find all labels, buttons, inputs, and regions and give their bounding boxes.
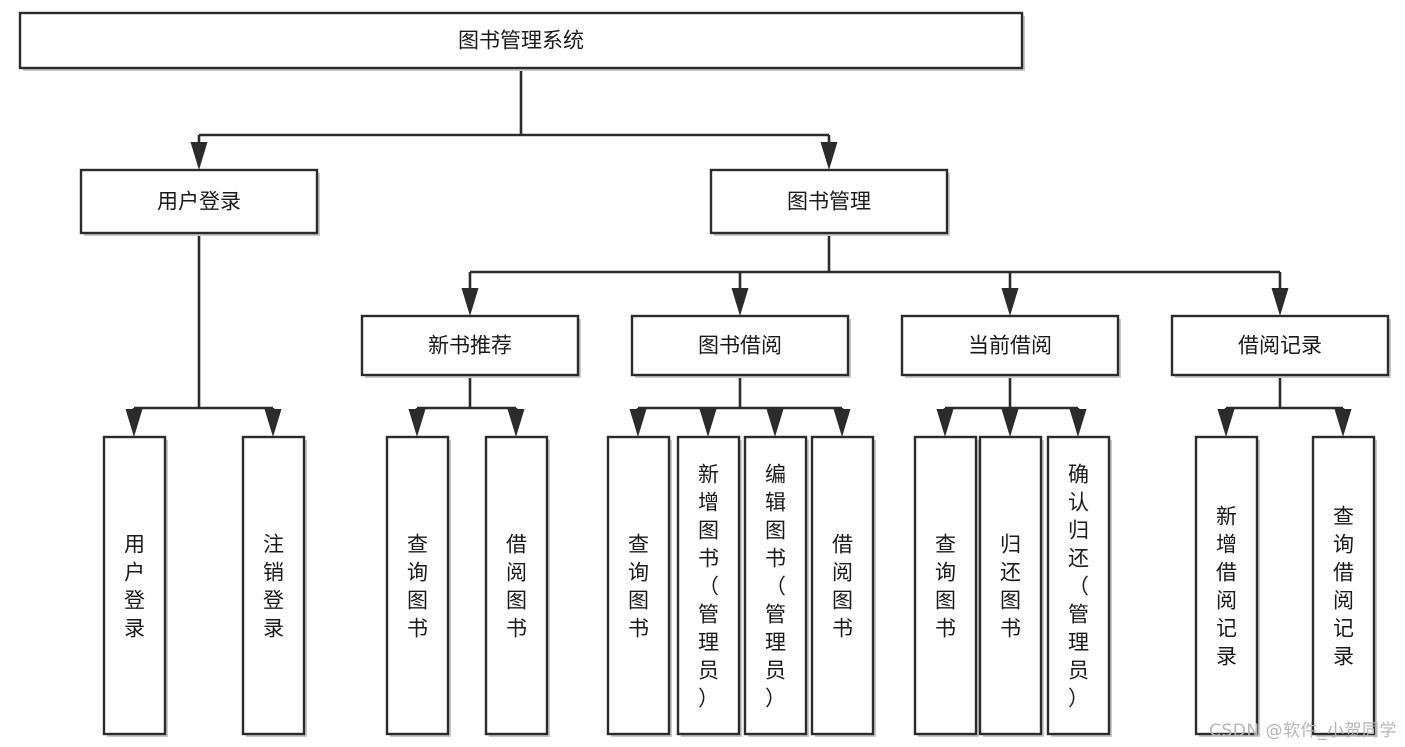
connector-bus-borrow-record <box>1217 375 1352 437</box>
node-label: 新增图书（管理员） <box>698 462 719 710</box>
connector-bus-new-book-rec <box>408 375 525 437</box>
node-label: 新书推荐 <box>428 334 512 358</box>
node-label: 新增借阅记录 <box>1216 504 1237 668</box>
node-leaf-edit-book[interactable]: 编辑图书（管理员） <box>743 435 809 737</box>
node-label: 查询借阅记录 <box>1333 504 1354 668</box>
node-box[interactable] <box>900 314 1120 377</box>
node-leaf-user-login[interactable]: 用户登录 <box>102 435 168 737</box>
node-leaf-query-book-3[interactable]: 查询图书 <box>913 435 979 737</box>
node-label: 用户登录 <box>124 532 145 640</box>
node-box[interactable] <box>1311 435 1376 736</box>
node-box[interactable] <box>606 435 671 736</box>
node-label: 图书管理 <box>787 190 871 214</box>
connector-bus-root <box>190 68 838 170</box>
node-box[interactable] <box>102 435 167 736</box>
node-label: 注销登录 <box>263 532 284 640</box>
node-label: 编辑图书（管理员） <box>765 462 786 710</box>
node-label: 图书借阅 <box>698 334 782 358</box>
node-box[interactable] <box>79 168 319 235</box>
node-user-login[interactable]: 用户登录 <box>79 168 320 236</box>
node-leaf-add-book[interactable]: 新增图书（管理员） <box>676 435 742 737</box>
node-label: 归还图书 <box>1000 532 1021 640</box>
node-label: 查询图书 <box>935 532 956 640</box>
nodes-layer: 图书管理系统用户登录图书管理新书推荐图书借阅当前借阅借阅记录用户登录注销登录查询… <box>18 11 1391 737</box>
node-box[interactable] <box>978 435 1043 736</box>
node-box[interactable] <box>709 168 949 235</box>
node-box[interactable] <box>241 435 306 736</box>
connector-bus-book-borrow <box>629 375 851 437</box>
node-root[interactable]: 图书管理系统 <box>18 11 1025 71</box>
node-box[interactable] <box>913 435 978 736</box>
node-box[interactable] <box>484 435 549 736</box>
node-leaf-borrow-book-1[interactable]: 借阅图书 <box>484 435 550 737</box>
node-book-manage[interactable]: 图书管理 <box>709 168 950 236</box>
node-book-borrow[interactable]: 图书借阅 <box>630 314 851 378</box>
node-label: 确认归还（管理员） <box>1068 462 1089 710</box>
node-label: 当前借阅 <box>968 334 1052 358</box>
node-box[interactable] <box>630 314 850 377</box>
node-box[interactable] <box>810 435 875 736</box>
node-borrow-record[interactable]: 借阅记录 <box>1170 314 1391 378</box>
node-label: 用户登录 <box>157 190 241 214</box>
node-leaf-query-book-1[interactable]: 查询图书 <box>385 435 451 737</box>
watermark-label: CSDN @软件_小贺同学 <box>1209 721 1397 741</box>
connector-bus-current-borrow <box>936 375 1087 437</box>
node-box[interactable] <box>360 314 580 377</box>
node-leaf-confirm-return[interactable]: 确认归还（管理员） <box>1046 435 1112 737</box>
node-label: 查询图书 <box>407 532 428 640</box>
connector-edges-layer <box>125 68 1352 437</box>
node-box[interactable] <box>18 11 1024 70</box>
node-label: 借阅记录 <box>1238 334 1322 358</box>
node-box[interactable] <box>676 435 741 736</box>
node-leaf-query-record[interactable]: 查询借阅记录 <box>1311 435 1377 737</box>
node-leaf-add-record[interactable]: 新增借阅记录 <box>1194 435 1260 737</box>
node-leaf-query-book-2[interactable]: 查询图书 <box>606 435 672 737</box>
node-leaf-borrow-book-2[interactable]: 借阅图书 <box>810 435 876 737</box>
node-leaf-return-book[interactable]: 归还图书 <box>978 435 1044 737</box>
node-label: 借阅图书 <box>832 532 853 640</box>
node-label: 查询图书 <box>628 532 649 640</box>
node-box[interactable] <box>743 435 808 736</box>
connector-bus-user-login <box>125 233 282 437</box>
node-label: 图书管理系统 <box>458 29 584 53</box>
node-box[interactable] <box>1194 435 1259 736</box>
node-box[interactable] <box>1046 435 1111 736</box>
connector-bus-book-manage <box>461 233 1289 316</box>
node-box[interactable] <box>1170 314 1390 377</box>
node-leaf-logout[interactable]: 注销登录 <box>241 435 307 737</box>
node-current-borrow[interactable]: 当前借阅 <box>900 314 1121 378</box>
node-label: 借阅图书 <box>506 532 527 640</box>
node-box[interactable] <box>385 435 450 736</box>
node-new-book-rec[interactable]: 新书推荐 <box>360 314 581 378</box>
